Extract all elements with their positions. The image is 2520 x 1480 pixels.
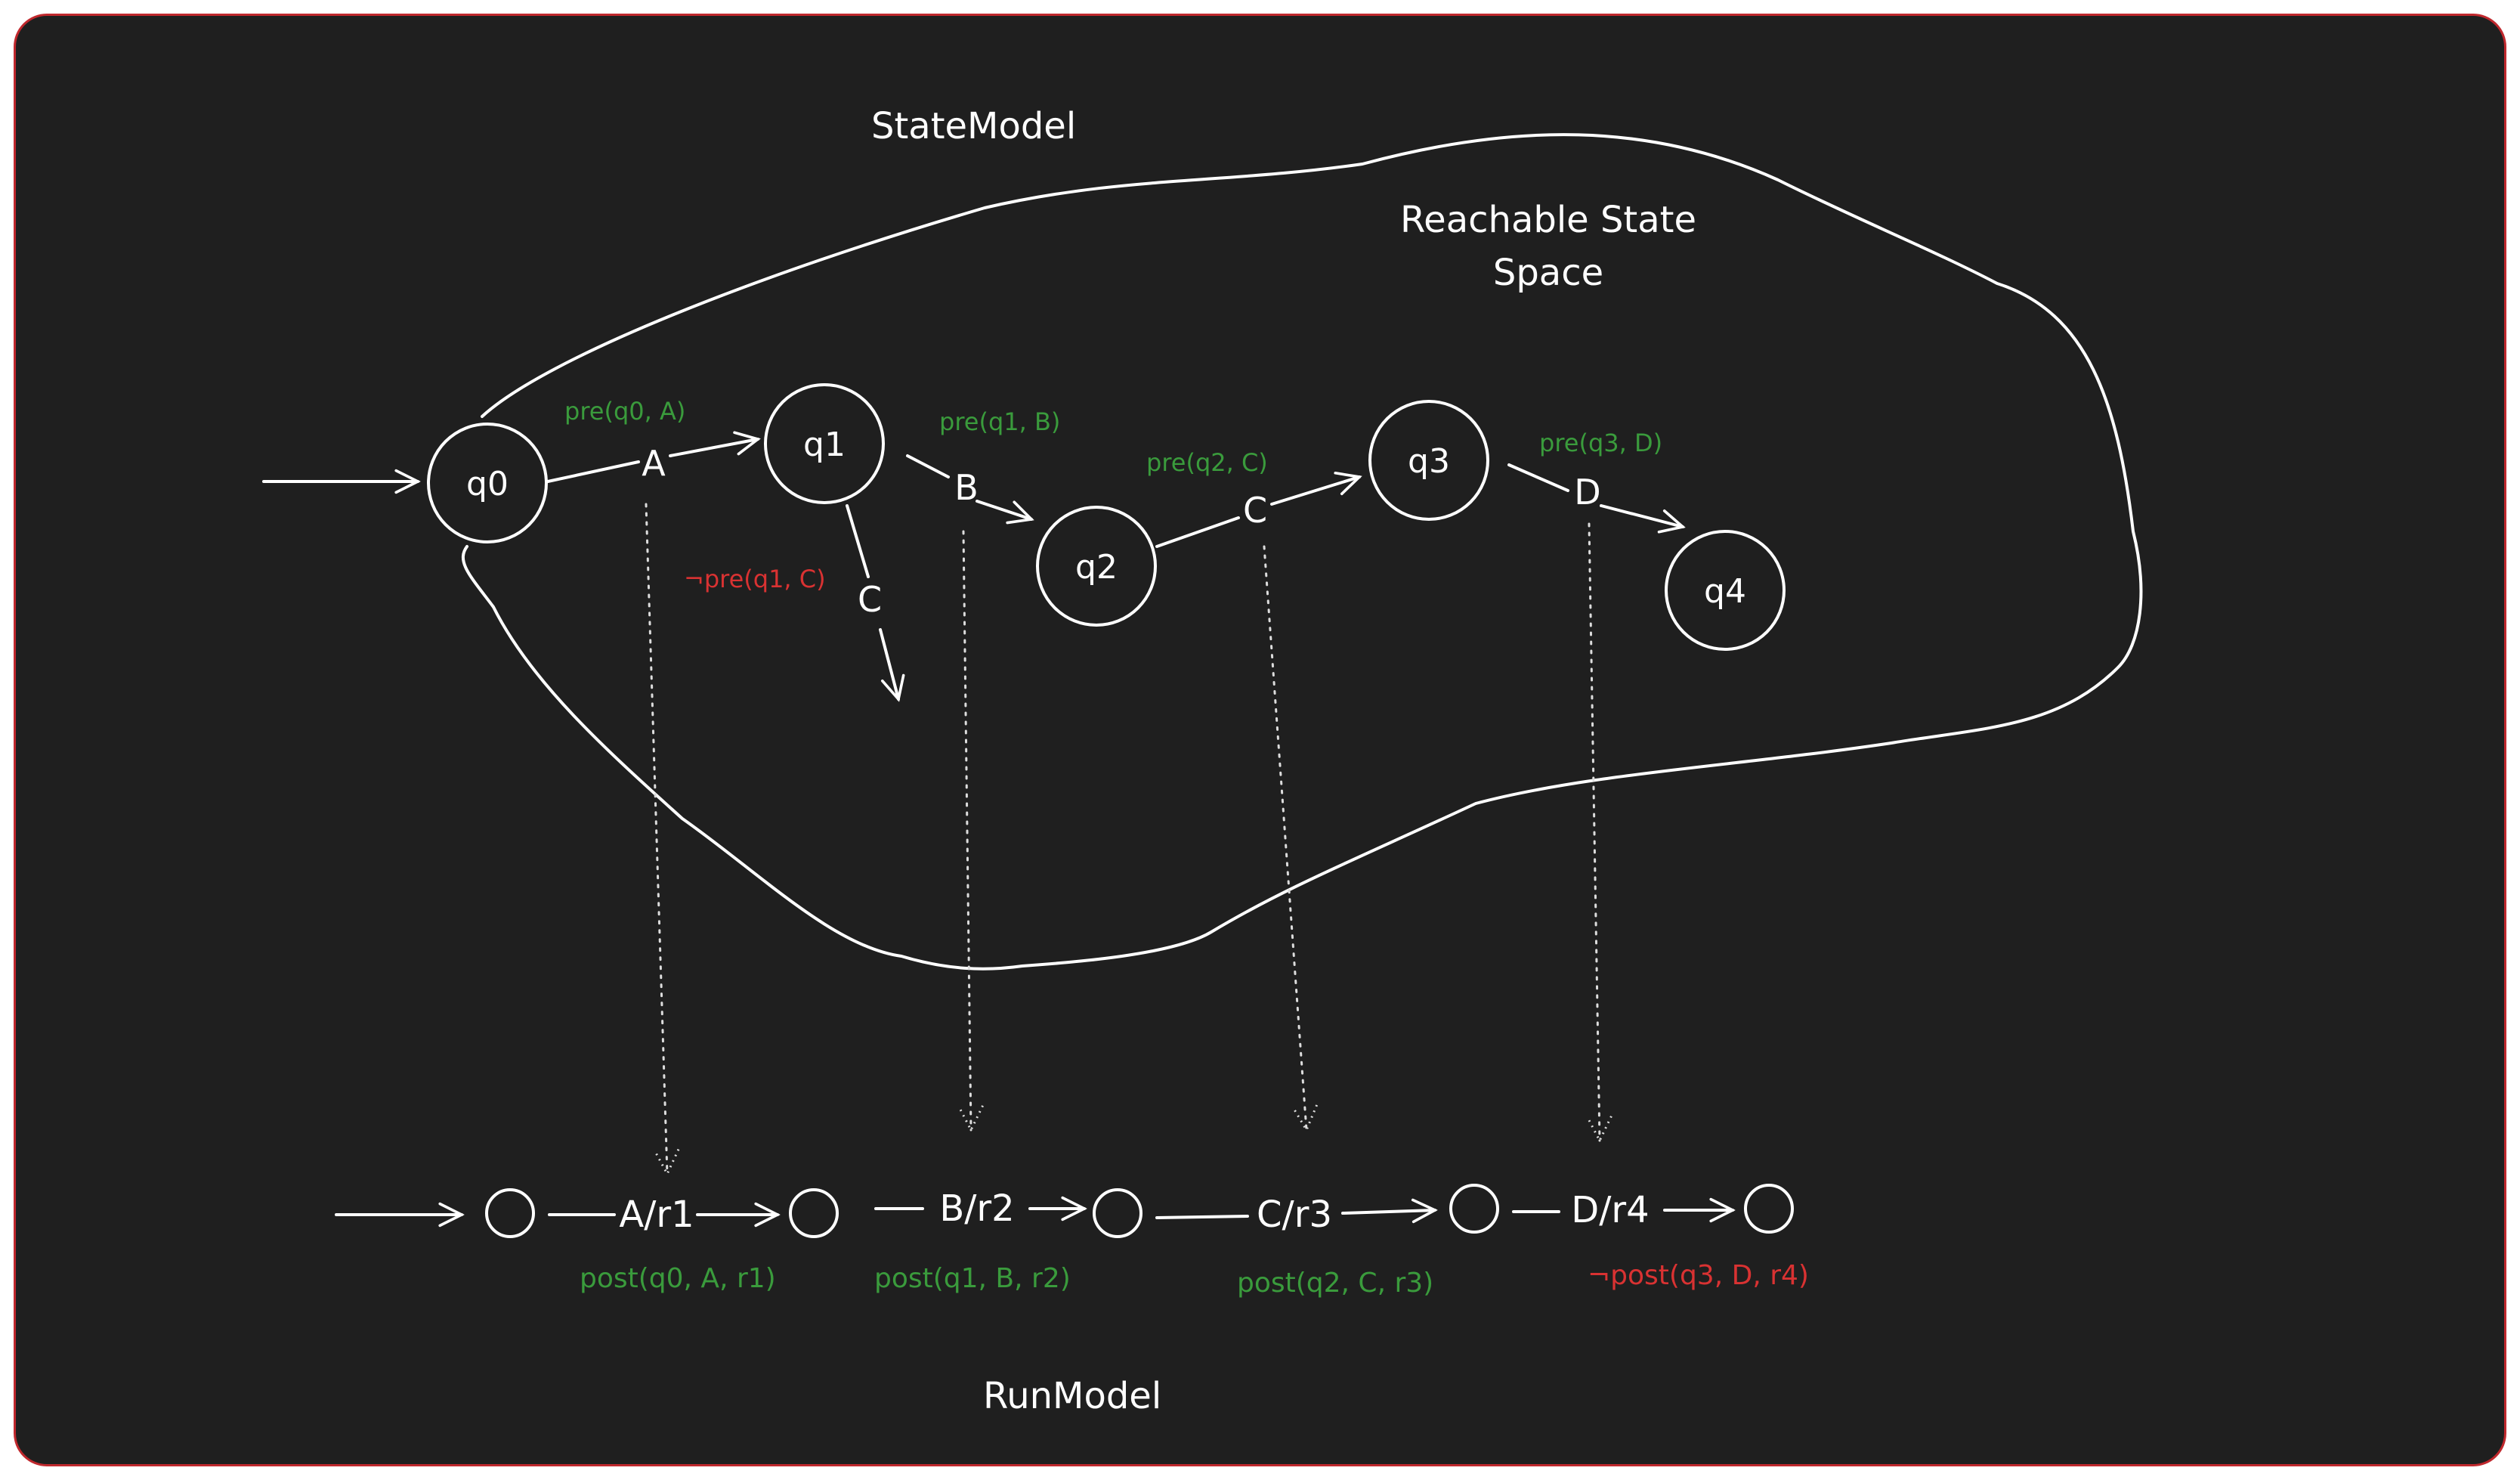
state-model-title: StateModel (871, 105, 1076, 147)
precondition-q1-C-negated: ¬pre(q1, C) (684, 565, 826, 593)
run-model-title: RunModel (983, 1375, 1161, 1417)
mapping-C (1263, 545, 1306, 1130)
run-label-A-r1: A/r1 (619, 1194, 694, 1236)
mapping-B (963, 530, 971, 1130)
state-q0: q0 (427, 423, 548, 543)
state-q3: q3 (1368, 400, 1489, 521)
precondition-q2-C: pre(q2, C) (1146, 448, 1268, 477)
transition-A-label: A (642, 443, 666, 484)
edge-C-out (879, 628, 898, 699)
run-edge-2-label (1155, 1215, 1249, 1219)
edge-q3-D (1507, 463, 1569, 492)
run-node-4 (1744, 1184, 1794, 1234)
run-label-D-r4: D/r4 (1571, 1189, 1649, 1231)
edge-D-q4 (1600, 504, 1683, 527)
reachable-state-space-boundary (462, 133, 2143, 971)
transition-C-label: C (1243, 490, 1267, 531)
run-node-2 (1093, 1188, 1143, 1238)
transition-B-label: B (954, 467, 979, 508)
precondition-q0-A: pre(q0, A) (564, 397, 685, 426)
edge-B-q2 (976, 500, 1031, 519)
state-q0-label: q0 (466, 465, 509, 503)
edge-q0-A (546, 460, 640, 483)
run-node-0 (485, 1188, 535, 1238)
state-q2: q2 (1036, 506, 1157, 627)
state-q4: q4 (1665, 530, 1786, 651)
edge-q1-B (906, 454, 950, 478)
reachable-state-space-label-line2: Space (1493, 252, 1603, 294)
edge-C-q3 (1270, 477, 1359, 506)
mapping-D (1589, 522, 1600, 1141)
state-q3-label: q3 (1408, 442, 1450, 481)
reachable-state-space-label-line1: Reachable State (1400, 199, 1696, 241)
postcondition-q2-C-r3: post(q2, C, r3) (1237, 1268, 1433, 1299)
run-node-1 (789, 1188, 839, 1238)
postcondition-q3-D-r4-negated: ¬post(q3, D, r4) (1588, 1260, 1809, 1291)
edge-A-q1 (669, 439, 758, 457)
precondition-q1-B: pre(q1, B) (939, 407, 1060, 436)
postcondition-q0-A-r1: post(q0, A, r1) (580, 1263, 776, 1294)
run-node-3 (1449, 1184, 1499, 1234)
edge-q2-C (1155, 516, 1240, 548)
state-q2-label: q2 (1075, 548, 1118, 587)
edge-q1-C (846, 504, 870, 578)
state-q1: q1 (764, 383, 885, 504)
postcondition-q1-B-r2: post(q1, B, r2) (874, 1263, 1071, 1294)
transition-D-label: D (1574, 472, 1600, 512)
diagram-canvas: StateModel Reachable State Space RunMode… (262, 105, 2143, 1417)
transition-C-from-q1-label: C (858, 579, 882, 620)
precondition-q3-D: pre(q3, D) (1539, 429, 1662, 457)
run-edge-label-3 (1341, 1210, 1435, 1213)
state-q1-label: q1 (803, 426, 846, 464)
state-q4-label: q4 (1704, 572, 1746, 611)
run-label-B-r2: B/r2 (939, 1187, 1014, 1230)
diagram-frame: StateModel Reachable State Space RunMode… (14, 14, 2506, 1466)
mapping-A (646, 503, 667, 1174)
run-label-C-r3: C/r3 (1257, 1194, 1332, 1236)
